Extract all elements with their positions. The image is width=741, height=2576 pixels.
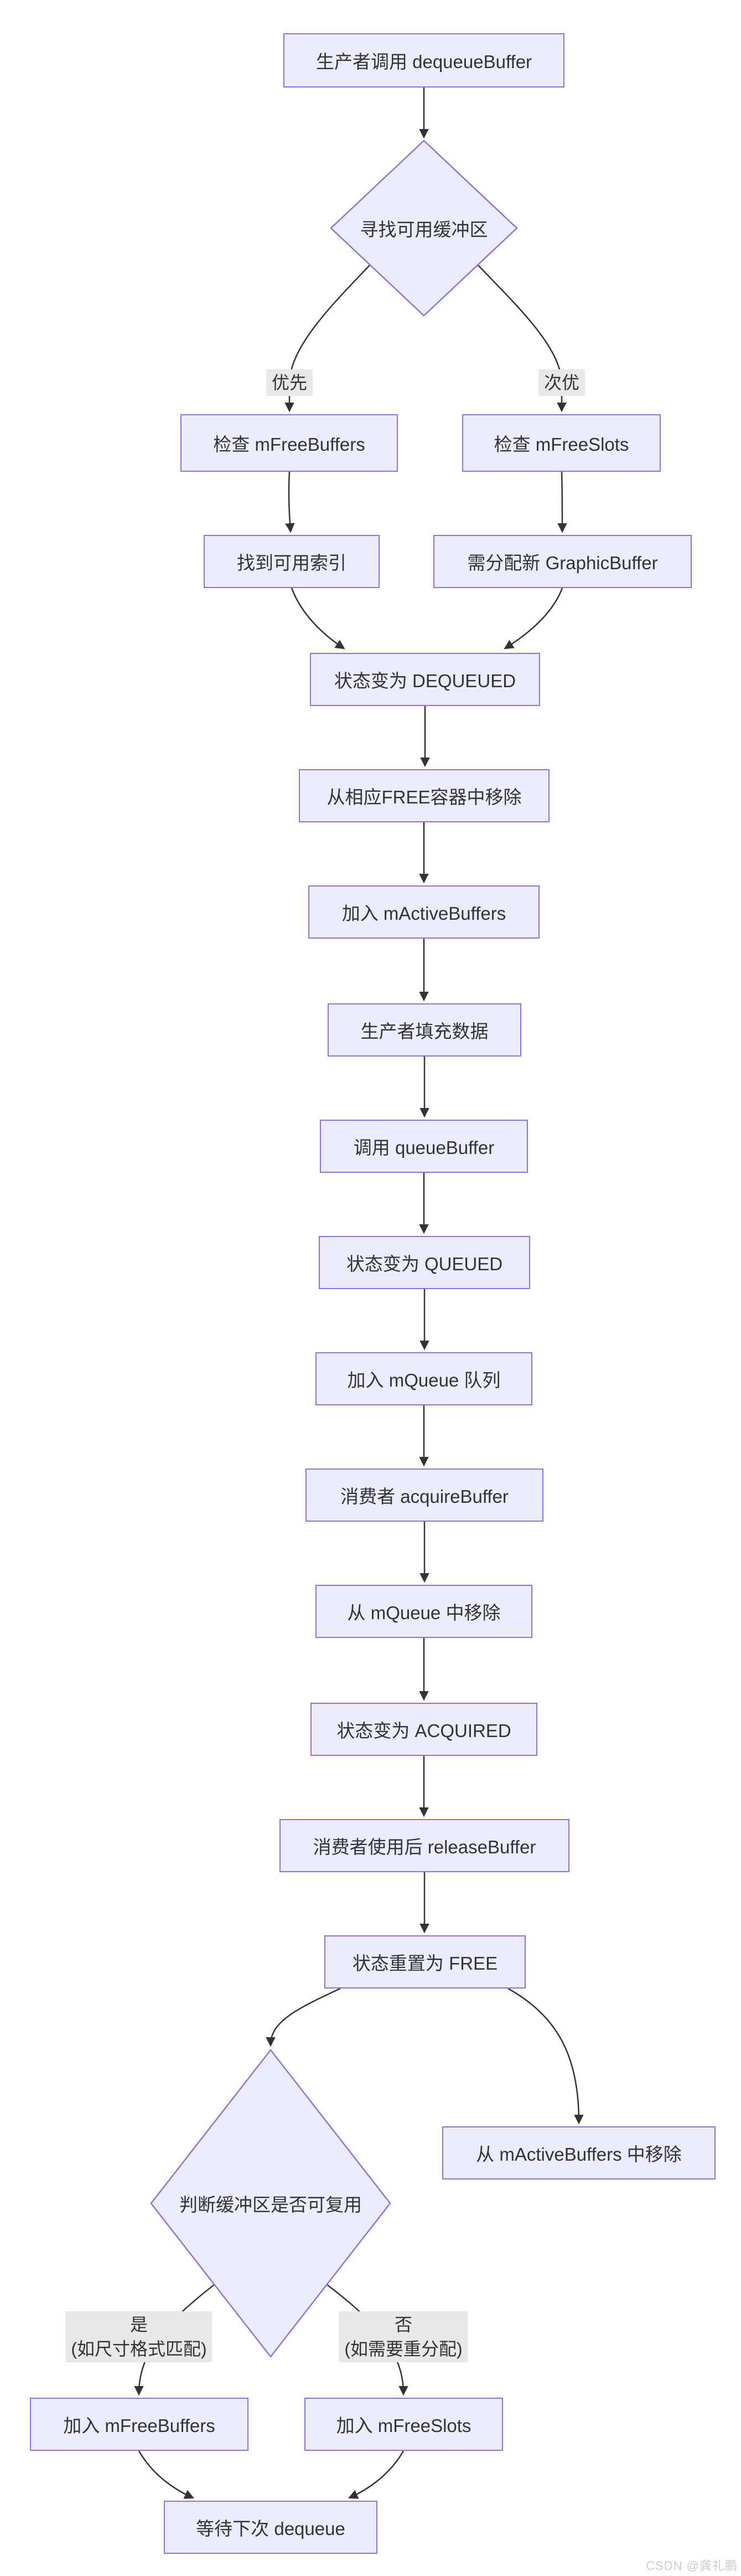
node-join-mfreebuffers: 加入 mFreeBuffers xyxy=(30,2398,248,2451)
node-label: 消费者 acquireBuffer xyxy=(340,1486,509,1507)
node-check-mfreebuffers: 检查 mFreeBuffers xyxy=(180,414,398,472)
edge-join-mfreeslots-to-wait-next-dequeue xyxy=(348,2450,405,2499)
label-secondary: 次优 xyxy=(538,369,585,396)
node-call-queuebuffer: 调用 queueBuffer xyxy=(320,1120,528,1173)
node-join-mqueue: 加入 mQueue 队列 xyxy=(315,1352,532,1405)
node-state-acquired: 状态变为 ACQUIRED xyxy=(310,1703,537,1756)
node-label: 从 mActiveBuffers 中移除 xyxy=(476,2144,682,2165)
node-consumer-release: 消费者使用后 releaseBuffer xyxy=(279,1819,569,1872)
node-join-mfreeslots: 加入 mFreeSlots xyxy=(304,2398,503,2451)
node-alloc-graphicbuffer: 需分配新 GraphicBuffer xyxy=(433,535,692,588)
node-producer-dequeue: 生产者调用 dequeueBuffer xyxy=(283,33,564,87)
node-remove-from-free: 从相应FREE容器中移除 xyxy=(299,769,550,822)
edge-label-line: (如需要重分配) xyxy=(344,2339,463,2359)
node-label: 加入 mQueue 队列 xyxy=(347,1370,501,1390)
node-label: 加入 mActiveBuffers xyxy=(341,903,506,924)
edge-found-index-to-state-dequeued xyxy=(291,588,345,650)
node-label: 加入 mFreeBuffers xyxy=(63,2415,215,2436)
node-join-mactivebuffers: 加入 mActiveBuffers xyxy=(308,885,540,939)
node-label: 状态变为 ACQUIRED xyxy=(336,1720,511,1741)
decision-judge-reusable xyxy=(150,2048,391,2358)
edge-label-line: 否 xyxy=(394,2315,413,2335)
node-remove-mqueue: 从 mQueue 中移除 xyxy=(315,1585,532,1638)
decision-label-judge-reusable: 判断缓冲区是否可复用 xyxy=(179,2194,362,2215)
node-label: 从相应FREE容器中移除 xyxy=(327,787,522,807)
node-remove-mactivebuffers: 从 mActiveBuffers 中移除 xyxy=(442,2126,716,2180)
decision-find-available xyxy=(330,140,518,317)
node-label: 找到可用索引 xyxy=(237,553,346,573)
edge-label-line: 优先 xyxy=(271,373,308,393)
edge-alloc-graphicbuffer-to-state-dequeued xyxy=(504,588,563,650)
node-label: 生产者填充数据 xyxy=(360,1021,489,1042)
edge-state-free-to-judge-reusable xyxy=(266,1987,341,2047)
node-consumer-acquire: 消费者 acquireBuffer xyxy=(305,1469,543,1522)
label-no: 否 (如需要重分配) xyxy=(339,2311,468,2362)
edge-join-mfreebuffers-to-wait-next-dequeue xyxy=(138,2450,194,2499)
node-found-index: 找到可用索引 xyxy=(204,535,380,588)
node-label: 调用 queueBuffer xyxy=(353,1137,495,1158)
node-producer-fill: 生产者填充数据 xyxy=(328,1003,521,1057)
edge-state-free-to-remove-mactivebuffers xyxy=(507,1987,584,2125)
node-label: 从 mQueue 中移除 xyxy=(347,1603,501,1623)
edge-label-line: 次优 xyxy=(543,373,580,393)
edge-label-line: (如尺寸格式匹配) xyxy=(71,2339,207,2359)
node-wait-next-dequeue: 等待下次 dequeue xyxy=(164,2501,377,2554)
node-state-dequeued: 状态变为 DEQUEUED xyxy=(310,653,540,706)
node-label: 检查 mFreeSlots xyxy=(494,434,629,455)
node-label: 消费者使用后 releaseBuffer xyxy=(313,1837,536,1857)
edge-check-mfreebuffers-to-found-index xyxy=(285,471,295,533)
node-state-queued: 状态变为 QUEUED xyxy=(319,1236,530,1289)
decision-label-find-available: 寻找可用缓冲区 xyxy=(360,219,488,240)
node-label: 状态变为 QUEUED xyxy=(346,1254,503,1274)
node-label: 状态重置为 FREE xyxy=(352,1953,498,1974)
watermark: CSDN @龚礼鹏 xyxy=(646,2559,738,2573)
label-yes: 是 (如尺寸格式匹配) xyxy=(65,2311,213,2362)
node-label: 检查 mFreeBuffers xyxy=(213,434,365,455)
node-label: 等待下次 dequeue xyxy=(196,2518,345,2539)
node-label: 生产者调用 dequeueBuffer xyxy=(315,51,532,72)
edge-label-line: 是 xyxy=(129,2315,148,2335)
label-priority: 优先 xyxy=(266,369,313,396)
node-label: 需分配新 GraphicBuffer xyxy=(467,553,658,573)
node-label: 状态变为 DEQUEUED xyxy=(334,671,516,691)
node-check-mfreeslots: 检查 mFreeSlots xyxy=(462,414,661,472)
node-state-free: 状态重置为 FREE xyxy=(324,1935,526,1988)
node-label: 加入 mFreeSlots xyxy=(336,2415,471,2436)
